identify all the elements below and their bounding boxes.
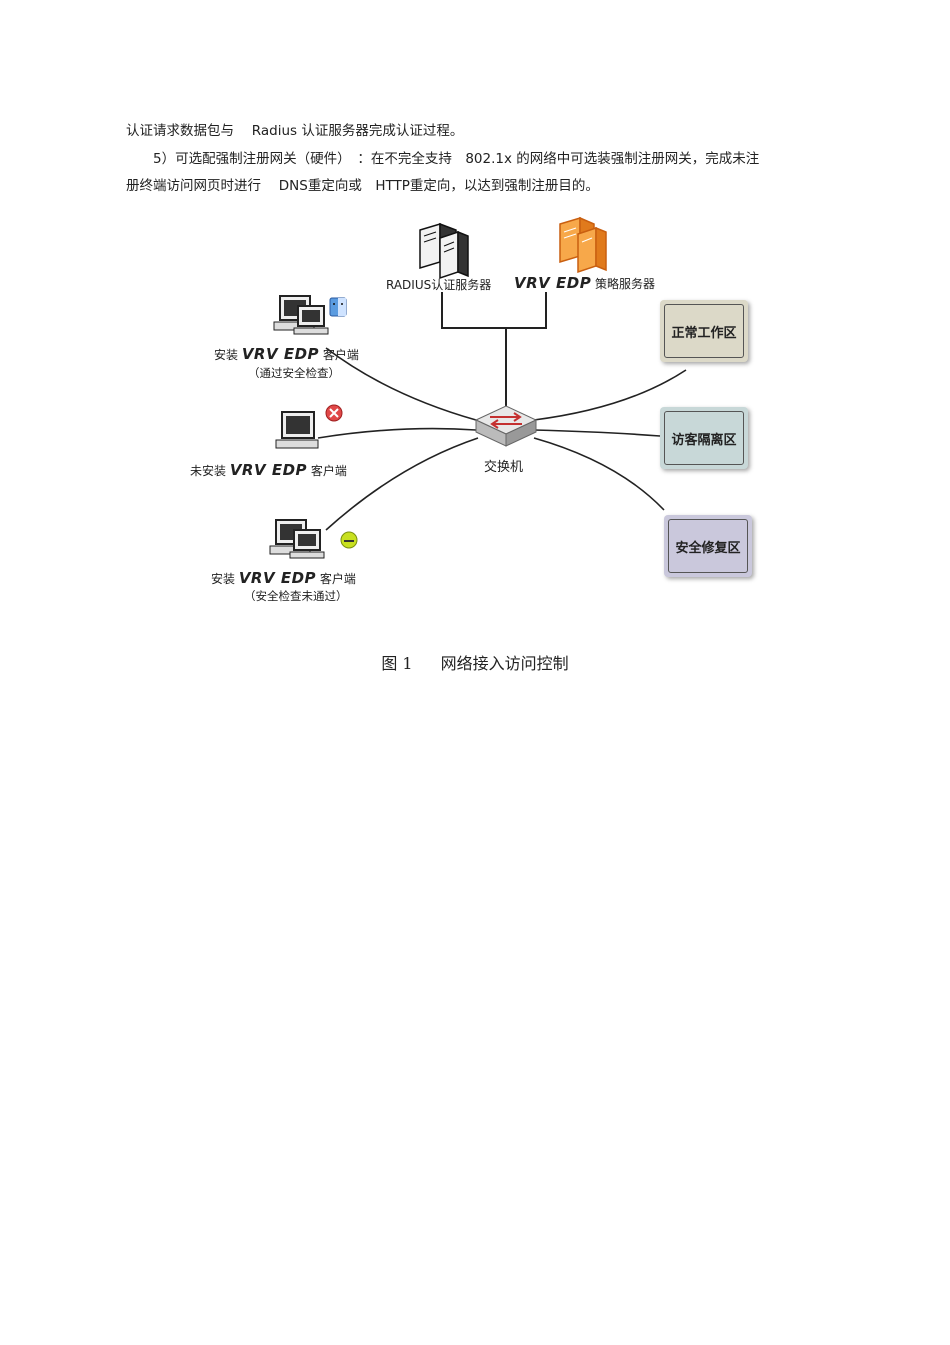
client-2-label: 未安装 VRV EDP 客户端 [190, 461, 347, 479]
error-status-icon [325, 404, 343, 422]
zone-normal-work: 正常工作区 [660, 300, 748, 362]
paragraph-1: 认证请求数据包与 Radius 认证服务器完成认证过程。 [126, 123, 464, 139]
policy-server-icon [559, 216, 607, 274]
client-1-brand: VRV EDP [241, 345, 320, 363]
warning-status-icon [340, 531, 358, 549]
client-2-computer-icon [275, 411, 319, 449]
zone-guest-isolation-label: 访客隔离区 [671, 432, 737, 448]
switch-label: 交换机 [484, 460, 524, 475]
client-3-suffix: 客户端 [316, 572, 356, 586]
client-3-brand: VRV EDP [238, 569, 317, 587]
client-1-computer-icon [273, 295, 329, 335]
client-2-prefix: 未安装 [190, 464, 230, 478]
policy-server-label: VRV EDP 策略服务器 [514, 274, 655, 292]
client-3-label: 安装 VRV EDP 客户端 [211, 569, 356, 587]
policy-server-suffix: 策略服务器 [591, 277, 656, 291]
figure-caption: 图 1 网络接入访问控制 [0, 650, 950, 674]
client-1-note: （通过安全检查） [248, 366, 340, 380]
policy-server-brand: VRV EDP [514, 274, 592, 292]
radius-server-icon [419, 222, 469, 280]
client-1-suffix: 客户端 [319, 348, 359, 362]
client-1-prefix: 安装 [214, 348, 242, 362]
client-3-computer-icon [269, 519, 325, 559]
switch-icon [474, 405, 538, 447]
zone-security-repair: 安全修复区 [664, 515, 752, 577]
client-2-brand: VRV EDP [229, 461, 308, 479]
zone-guest-isolation: 访客隔离区 [660, 407, 748, 469]
client-3-prefix: 安装 [211, 572, 239, 586]
diagram-lines [269, 216, 687, 559]
mac-finder-icon [329, 297, 347, 317]
zone-security-repair-label: 安全修复区 [675, 540, 741, 556]
network-diagram: RADIUS认证服务器 VRV EDP 策略服务器 交换机 安装 VRV EDP… [178, 210, 810, 608]
client-3-note: （安全检查未通过） [244, 589, 348, 603]
paragraph-2: 5）可选配强制注册网关（硬件） ：在不完全支持 802.1x 的网络中可选装强制… [153, 151, 760, 167]
client-2-suffix: 客户端 [307, 464, 347, 478]
zone-normal-work-label: 正常工作区 [671, 325, 737, 341]
paragraph-3: 册终端访问网页时进行 DNS重定向或 HTTP重定向，以达到强制注册目的。 [126, 178, 599, 194]
caption-number: 图 1 [381, 654, 413, 673]
client-1-label: 安装 VRV EDP 客户端 [214, 345, 359, 363]
caption-title: 网络接入访问控制 [440, 654, 569, 673]
radius-server-label: RADIUS认证服务器 [386, 278, 492, 292]
